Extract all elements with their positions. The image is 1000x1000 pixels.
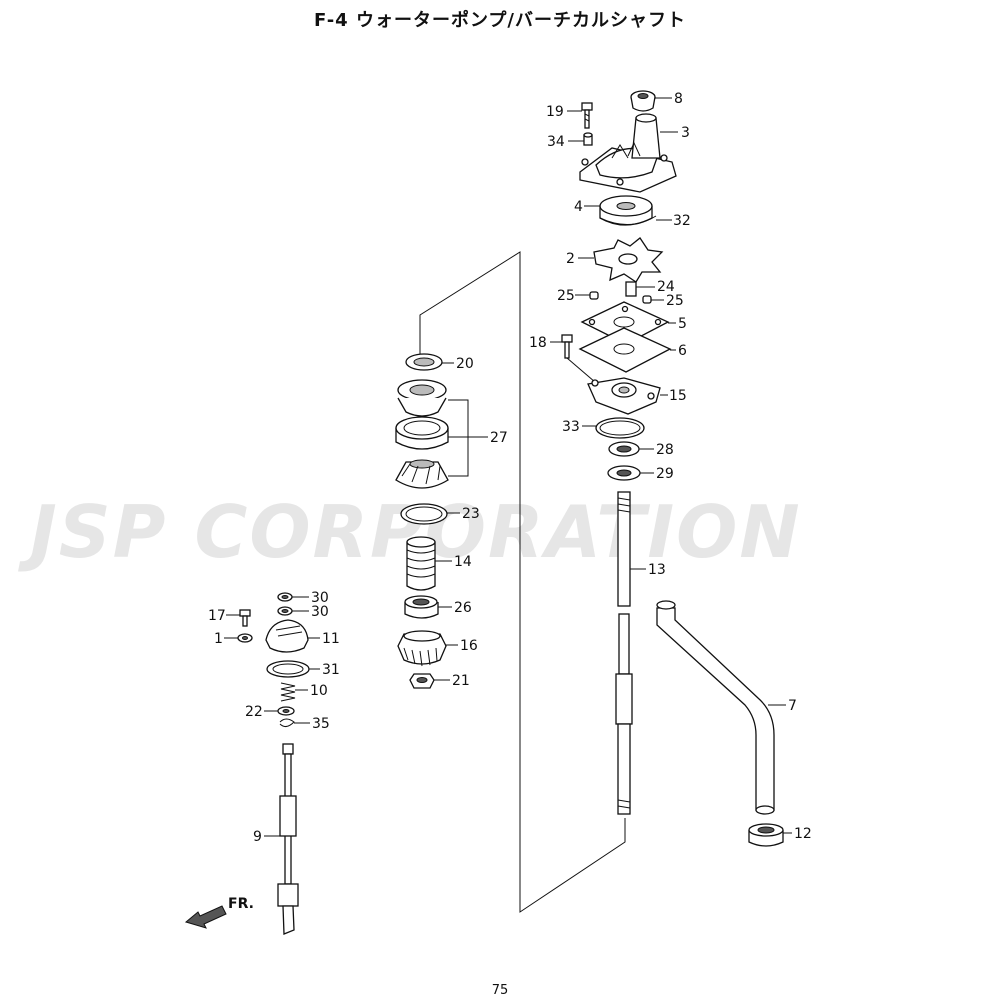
part-31-gasket[interactable] (266, 660, 310, 678)
part-19-bolt[interactable] (581, 102, 593, 129)
label-part-28: 28 (656, 442, 674, 458)
label-part-2: 2 (566, 251, 575, 267)
part-10-spring[interactable] (280, 682, 296, 702)
label-part-15: 15 (669, 388, 687, 404)
label-part-20: 20 (456, 356, 474, 372)
label-part-6: 6 (678, 343, 687, 359)
part-25-dowel-right[interactable] (642, 295, 652, 304)
part-24-key[interactable] (625, 281, 637, 297)
part-30-washer-lower[interactable] (277, 606, 293, 616)
part-3-pump-housing[interactable] (579, 113, 677, 193)
part-16-pinion-gear[interactable] (397, 630, 447, 667)
label-part-33: 33 (562, 419, 580, 435)
label-part-5: 5 (678, 316, 687, 332)
label-part-9: 9 (253, 829, 262, 845)
part-32-gasket[interactable] (599, 215, 657, 225)
label-part-22: 22 (245, 704, 263, 720)
label-part-19: 19 (546, 104, 564, 120)
label-part-3: 3 (681, 125, 690, 141)
label-part-11: 11 (322, 631, 340, 647)
label-part-21: 21 (452, 673, 470, 689)
label-part-10: 10 (310, 683, 328, 699)
label-part-4: 4 (574, 199, 583, 215)
label-part-32: 32 (673, 213, 691, 229)
part-9-shift-rod[interactable] (277, 743, 299, 935)
part-12-grommet[interactable] (748, 823, 784, 847)
part-25-dowel-left[interactable] (589, 291, 599, 300)
part-8-grommet[interactable] (630, 90, 656, 112)
part-11-shift-rod-cover[interactable] (265, 619, 309, 653)
label-part-34: 34 (547, 134, 565, 150)
label-part-13: 13 (648, 562, 666, 578)
label-part-7: 7 (788, 698, 797, 714)
part-29-oil-seal[interactable] (607, 465, 641, 481)
label-part-25-right: 25 (666, 293, 684, 309)
part-35-clip[interactable] (279, 718, 295, 728)
part-23-shim[interactable] (400, 503, 448, 525)
page-number: 75 (491, 983, 509, 998)
part-27-bearing-set[interactable] (395, 379, 469, 489)
part-18-bolt[interactable] (561, 334, 596, 383)
label-part-35: 35 (312, 716, 330, 732)
leader-lines (224, 97, 792, 837)
label-part-8: 8 (674, 91, 683, 107)
assembly-bracket-line (419, 251, 626, 913)
part-2-impeller[interactable] (593, 237, 664, 283)
label-part-30-lower: 30 (311, 604, 329, 620)
label-part-30-upper: 30 (311, 590, 329, 606)
part-14-sleeve[interactable] (406, 536, 436, 591)
label-part-17: 17 (208, 608, 226, 624)
label-part-14: 14 (454, 554, 472, 570)
label-part-25-left: 25 (557, 288, 575, 304)
front-marker-label: FR. (228, 896, 254, 912)
label-part-24: 24 (657, 279, 675, 295)
part-20-seal[interactable] (405, 353, 443, 371)
label-part-23: 23 (462, 506, 480, 522)
part-15-pump-case[interactable] (587, 377, 661, 415)
label-part-31: 31 (322, 662, 340, 678)
front-direction-arrow: FR. (184, 896, 254, 929)
part-33-o-ring[interactable] (595, 417, 645, 439)
label-part-16: 16 (460, 638, 478, 654)
part-13-drive-shaft[interactable] (615, 491, 633, 815)
part-7-water-tube[interactable] (656, 600, 775, 815)
part-22-washer[interactable] (277, 706, 295, 716)
part-1-washer[interactable] (237, 633, 253, 643)
part-6-gasket[interactable] (578, 327, 672, 373)
part-34-collar[interactable] (583, 132, 593, 146)
label-part-26: 26 (454, 600, 472, 616)
label-part-1: 1 (214, 631, 223, 647)
part-28-oil-seal[interactable] (608, 441, 640, 457)
label-part-18: 18 (529, 335, 547, 351)
label-part-29: 29 (656, 466, 674, 482)
part-17-screw[interactable] (239, 609, 251, 627)
page-title: F-4 ウォーターポンプ/バーチカルシャフト (313, 10, 687, 31)
label-part-12: 12 (794, 826, 812, 842)
part-26-needle-bearing[interactable] (404, 595, 439, 619)
part-30-washer-upper[interactable] (277, 592, 293, 602)
label-part-27: 27 (490, 430, 508, 446)
part-21-nut[interactable] (409, 673, 435, 689)
